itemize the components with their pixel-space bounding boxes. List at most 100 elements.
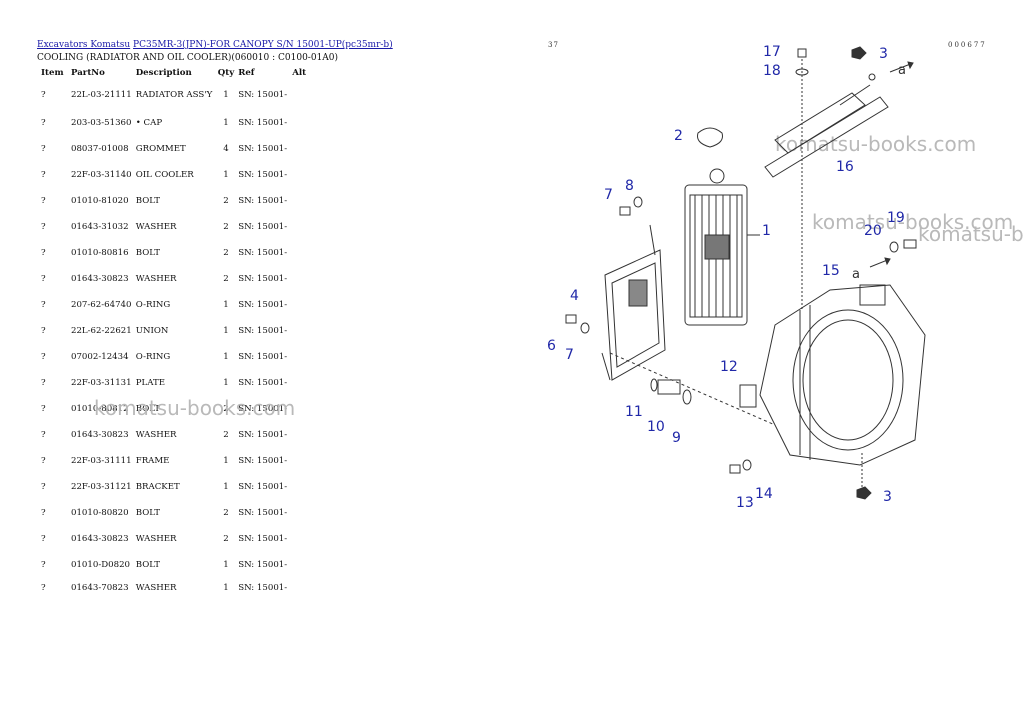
description-cell: O-RING [135,352,171,362]
description-cell: RADIATOR ASS'Y [135,90,213,100]
ref-cell: SN: 15001- [238,118,288,128]
header-item: Item [41,68,64,78]
description-cell: GROMMET [135,144,186,154]
alt-cell [292,266,310,292]
qty-cell: 4 [223,144,229,154]
callout-3-bottom: 3 [883,489,892,505]
washer-18 [795,68,809,76]
ref-cell: SN: 15001- [238,583,288,593]
callout-20: 20 [864,223,882,239]
item-cell: ? [41,560,46,570]
partno-cell: 07002-12434 [71,352,129,362]
ref-cell: SN: 15001- [238,326,288,336]
callout-4: 4 [570,288,579,304]
oil-cooler [601,224,666,381]
alt-cell [292,240,310,266]
alt-cell [292,214,310,240]
alt-cell [292,578,310,598]
bolt-7-washer-8 [619,196,643,216]
fan-shroud-frame [759,284,926,466]
qty-cell: 1 [223,583,229,593]
callout-9: 9 [672,430,681,446]
item-cell: ? [41,196,46,206]
table-header-row: Item PartNo Description Qty Ref Alt [37,66,310,80]
qty-cell: 1 [223,170,229,180]
alt-cell [292,136,310,162]
callout-11: 11 [625,404,643,420]
alt-cell [292,448,310,474]
qty-cell: 2 [223,430,229,440]
breadcrumb-link-model[interactable]: PC35MR-3(JPN)-FOR CANOPY S/N 15001-UP(pc… [133,40,393,50]
ref-cell: SN: 15001- [238,248,288,258]
partno-cell: 22F-03-31121 [71,482,132,492]
breadcrumb-link-excavators[interactable]: Excavators Komatsu [37,40,131,50]
callout-16: 16 [836,159,854,175]
description-cell: BOLT [135,560,160,570]
qty-cell: 1 [223,352,229,362]
ref-cell: SN: 15001- [238,222,288,232]
alt-cell [292,552,310,578]
partno-cell: 01643-70823 [71,583,129,593]
callout-15: 15 [822,263,840,279]
item-cell: ? [41,300,46,310]
reference-arrows [869,61,914,268]
partno-cell: 01643-30823 [71,534,129,544]
callout-13: 13 [736,495,754,511]
callout-3-top: 3 [879,46,888,62]
breadcrumb: Excavators Komatsu PC35MR-3(JPN)-FOR CAN… [37,40,393,50]
bracket-12 [739,384,757,408]
partno-cell: 22F-03-31111 [71,456,132,466]
description-cell: BOLT [135,196,160,206]
ref-cell: SN: 15001- [238,300,288,310]
ref-cell: SN: 15001- [238,482,288,492]
qty-cell: 2 [223,222,229,232]
watermark-text: komatsu-books.com [775,132,977,156]
qty-cell: 1 [223,560,229,570]
description-cell: WASHER [135,583,177,593]
item-cell: ? [41,508,46,518]
bolt-19-washer-20 [889,239,917,253]
alt-cell [292,162,310,188]
header-qty: Qty [217,68,235,78]
item-cell: ? [41,482,46,492]
description-cell: WASHER [135,534,177,544]
union-fitting [609,352,776,426]
callout-10: 10 [647,419,665,435]
callout-18: 18 [763,63,781,79]
partno-cell: 01643-30823 [71,274,129,284]
ref-cell: SN: 15001- [238,508,288,518]
partno-cell: 08037-01008 [71,144,129,154]
callout-14: 14 [755,486,773,502]
item-cell: ? [41,326,46,336]
page-number: 37 [548,41,559,49]
ref-cell: SN: 15001- [238,196,288,206]
header-description: Description [135,68,192,78]
alt-cell [292,526,310,552]
marker-a-side: a [852,267,860,282]
ref-cell: SN: 15001- [238,144,288,154]
header-alt: Alt [292,68,307,78]
document-id: 000677 [948,41,987,49]
qty-cell: 1 [223,482,229,492]
nut-3 [851,46,872,500]
exploded-parts-diagram: 17 18 3 2 16 8 7 1 19 20 15 4 6 7 12 11 … [547,44,926,511]
partno-cell: 01010-80816 [71,248,129,258]
partno-cell: 22L-62-22621 [71,326,132,336]
alt-cell [292,422,310,448]
description-cell: BOLT [135,248,160,258]
item-cell: ? [41,274,46,284]
item-cell: ? [41,170,46,180]
ref-cell: SN: 15001- [238,404,288,414]
callout-19: 19 [887,210,905,226]
partno-cell: 22F-03-31140 [71,170,132,180]
